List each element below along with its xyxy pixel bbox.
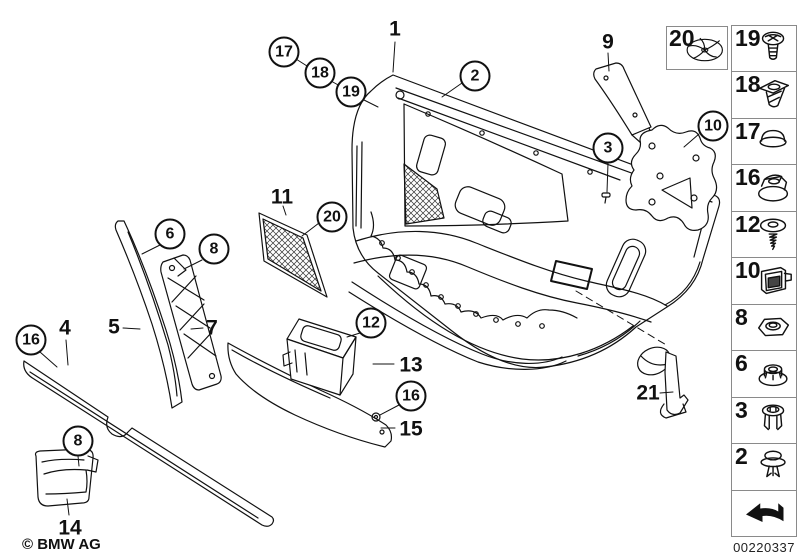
callout-circle-16: 16 <box>395 380 427 412</box>
sidebar-item-number: 6 <box>735 350 748 377</box>
sidebar-item-number: 17 <box>735 117 761 144</box>
sidebar-item-10: 10 <box>732 257 796 305</box>
sidebar-item-3: 3 <box>732 396 796 445</box>
star-washer-icon <box>681 32 727 68</box>
sidebar-item-8: 8 <box>732 303 796 352</box>
retainer-clip-icon <box>753 261 795 301</box>
callout-circle-8: 8 <box>198 233 230 265</box>
screw-icon <box>753 29 795 69</box>
leader-lines <box>40 42 699 515</box>
page-arrow-icon <box>743 493 785 533</box>
callout-circle-8: 8 <box>62 425 94 457</box>
pull-box-13-drawing <box>283 319 356 395</box>
document-number: 00220337 <box>733 540 795 555</box>
callout-label-11: 11 <box>270 185 294 209</box>
sidebar-item-18: 18 <box>732 71 796 119</box>
handle-14-drawing <box>36 449 99 506</box>
speaker-grille-drawing <box>259 213 327 297</box>
inset-part-number: 20 <box>669 25 695 51</box>
expansion-nut-icon <box>753 75 795 115</box>
bracket-10-drawing <box>626 125 717 230</box>
sidebar-item-12: 12 <box>732 210 796 259</box>
sidebar-item-number: 10 <box>735 257 761 284</box>
screw-3-drawing <box>602 193 610 203</box>
callout-circle-6: 6 <box>154 218 186 250</box>
sidebar-item-16: 16 <box>732 164 796 212</box>
sidebar-item-number: 16 <box>735 164 761 191</box>
inset-part-box: 20 <box>666 26 728 70</box>
fastener-sidebar: 19 18 17 16 12 10 8 6 3 2 <box>731 25 797 537</box>
sidebar-item-6: 6 <box>732 350 796 398</box>
flange-nut-icon <box>753 354 795 394</box>
hex-nut-icon <box>753 307 795 347</box>
sidebar-item-19: 19 <box>732 25 796 73</box>
callout-label-15: 15 <box>399 417 423 441</box>
washer-screw-icon <box>753 215 795 255</box>
door-panel-drawing <box>349 75 720 369</box>
callout-label-1: 1 <box>389 17 401 41</box>
callout-circle-12: 12 <box>355 307 387 339</box>
callout-label-4: 4 <box>59 316 71 340</box>
sill-strip-4-drawing <box>24 361 274 526</box>
callout-label-21: 21 <box>636 381 660 405</box>
copyright-text: © BMW AG <box>22 536 101 553</box>
callout-circle-19: 19 <box>335 76 367 108</box>
callout-circle-3: 3 <box>592 132 624 164</box>
sidebar-item-number: 12 <box>735 210 761 237</box>
callout-circle-16: 16 <box>15 324 47 356</box>
callout-label-9: 9 <box>602 30 614 54</box>
cap-icon <box>753 122 795 162</box>
sidebar-item-17: 17 <box>732 117 796 166</box>
callout-circle-2: 2 <box>459 60 491 92</box>
callout-label-14: 14 <box>58 516 82 540</box>
callout-label-7: 7 <box>206 316 218 340</box>
callout-circle-17: 17 <box>268 36 300 68</box>
sidebar-item-number: 2 <box>735 443 748 470</box>
expanding-rivet-icon <box>753 400 795 440</box>
trim-strip-5-drawing <box>115 221 182 408</box>
sidebar-item-number: 19 <box>735 25 761 51</box>
bracket-7-drawing <box>161 255 221 390</box>
sidebar-nav-row <box>732 491 796 536</box>
sidebar-item-number: 8 <box>735 303 748 330</box>
callout-circle-18: 18 <box>304 57 336 89</box>
callout-circle-20: 20 <box>316 201 348 233</box>
lever-21-drawing <box>633 342 688 418</box>
flange-lock-nut-icon <box>753 168 795 208</box>
callout-label-5: 5 <box>108 315 120 339</box>
pin-clip-icon <box>753 447 795 487</box>
sidebar-item-number: 18 <box>735 71 761 98</box>
callout-label-13: 13 <box>399 353 423 377</box>
sidebar-item-2: 2 <box>732 443 796 491</box>
callout-circle-10: 10 <box>697 110 729 142</box>
bracket-9-drawing <box>594 63 653 143</box>
sidebar-item-number: 3 <box>735 396 748 423</box>
